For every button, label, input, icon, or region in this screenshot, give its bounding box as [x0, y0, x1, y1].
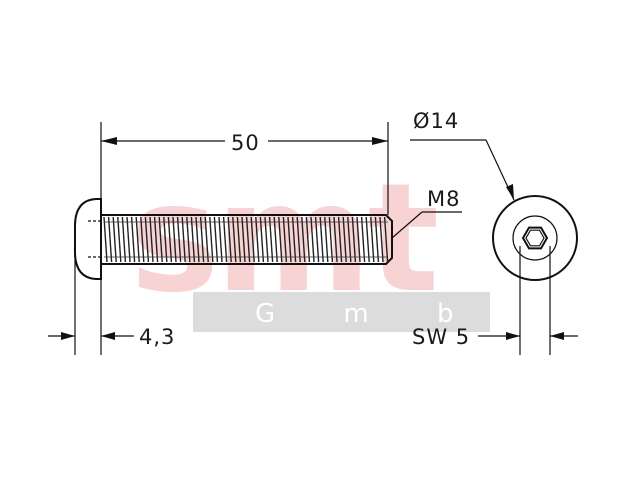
thread-line — [172, 216, 177, 263]
thread-callout: M8 — [391, 187, 462, 239]
thread-line — [287, 216, 292, 263]
thread-line — [268, 216, 274, 263]
thread-line — [370, 216, 375, 263]
thread-line — [222, 216, 228, 263]
arrowhead — [506, 332, 520, 340]
thread-line — [319, 216, 324, 263]
thread-line — [218, 216, 223, 263]
thread-line — [209, 216, 214, 263]
thread-line — [153, 216, 159, 263]
arrowhead — [550, 332, 564, 340]
thread-label: M8 — [427, 187, 460, 211]
thread-line — [314, 216, 320, 263]
arrowhead — [101, 332, 115, 340]
hex-socket-inner — [525, 229, 545, 247]
hex-socket — [521, 226, 549, 250]
thread-line — [181, 216, 186, 263]
head-height-label: 4,3 — [139, 325, 175, 349]
diameter-callout: Ø14 — [410, 109, 515, 201]
head-circle — [492, 195, 578, 281]
thread-line — [130, 216, 136, 263]
thread-line — [167, 216, 173, 263]
thread-line — [190, 216, 196, 263]
head-height-dimension: 4,3 — [48, 255, 175, 355]
thread-line — [255, 216, 260, 263]
thread-line — [273, 216, 278, 263]
arrowhead — [101, 137, 117, 145]
thread-line — [296, 216, 301, 263]
thread-line — [337, 216, 343, 263]
thread-line — [291, 216, 297, 263]
thread-line — [374, 216, 380, 263]
thread-line — [135, 216, 140, 263]
thread-line — [305, 216, 311, 263]
diameter-label: Ø14 — [413, 109, 459, 133]
thread-line — [144, 216, 150, 263]
thread-line — [379, 216, 384, 263]
thread-line — [328, 216, 334, 263]
thread-line — [195, 216, 200, 263]
thread-line — [204, 216, 209, 263]
thread-line — [264, 216, 269, 263]
thread-line — [241, 216, 246, 263]
thread-line — [365, 216, 370, 263]
thread-line — [347, 216, 352, 263]
thread-line — [140, 216, 145, 263]
thread-line — [176, 216, 182, 263]
arrowhead — [61, 332, 75, 340]
thread-line — [324, 216, 329, 263]
thread-line — [103, 216, 108, 263]
thread-line — [301, 216, 306, 263]
thread-line — [360, 216, 366, 263]
thread-line — [213, 216, 219, 263]
length-dimension: 50 — [100, 122, 389, 215]
screw-side-view — [74, 198, 393, 280]
thread-line — [117, 216, 122, 263]
arrowhead — [506, 184, 514, 200]
arrowhead — [372, 137, 388, 145]
screw-end-view — [492, 195, 578, 281]
thread-line — [245, 216, 251, 263]
thread-line — [250, 216, 255, 263]
thread-lines — [103, 216, 389, 263]
thread-line — [121, 216, 127, 263]
watermark-company: G m b H — [255, 299, 571, 329]
thread-line — [356, 216, 361, 263]
thread-line — [199, 216, 205, 263]
thread-line — [310, 216, 315, 263]
thread-line — [333, 216, 338, 263]
thread-line — [227, 216, 232, 263]
leader-line — [391, 211, 423, 239]
thread-line — [112, 216, 117, 263]
length-label: 50 — [231, 131, 260, 155]
thread-line — [342, 216, 347, 263]
watermark: smt G m b H — [130, 152, 571, 332]
socket-size-label: SW 5 — [412, 325, 470, 349]
thread-line — [158, 216, 163, 263]
thread-line — [383, 216, 389, 263]
socket-size-dimension: SW 5 — [412, 246, 578, 355]
screw-head — [74, 198, 102, 280]
thread-line — [351, 216, 357, 263]
thread-line — [232, 216, 237, 263]
thread-line — [107, 216, 113, 263]
thread-line — [278, 216, 283, 263]
thread-line — [282, 216, 288, 263]
thread-line — [163, 216, 168, 263]
thread-line — [126, 216, 131, 263]
screw-shank — [101, 214, 393, 265]
watermark-band — [193, 292, 490, 332]
socket-circle — [512, 215, 558, 261]
thread-line — [149, 216, 154, 263]
thread-line — [259, 216, 265, 263]
thread-line — [186, 216, 191, 263]
thread-line — [236, 216, 242, 263]
